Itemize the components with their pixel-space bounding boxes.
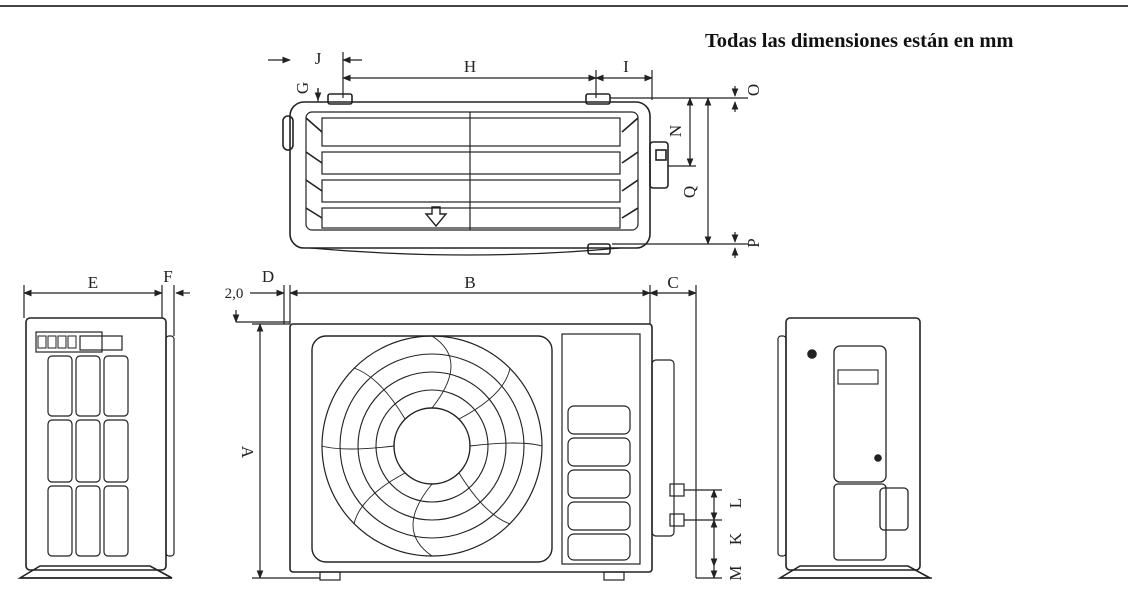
- label-L: L: [726, 498, 745, 508]
- label-F: F: [163, 267, 172, 286]
- dimension-labels: A B C D E F G H I J K L M N O P Q 2,0: [88, 49, 763, 581]
- front-view-dimensions: [232, 285, 722, 579]
- label-N: N: [666, 125, 685, 137]
- label-I: I: [623, 57, 629, 76]
- left-side-view: [17, 317, 175, 579]
- label-K: K: [726, 532, 745, 545]
- top-view: [282, 93, 669, 256]
- label-G: G: [293, 82, 312, 94]
- label-J: J: [315, 49, 322, 68]
- label-P: P: [744, 238, 763, 247]
- label-C: C: [667, 273, 678, 292]
- label-A: A: [238, 446, 257, 459]
- label-2-0: 2,0: [225, 286, 244, 302]
- label-D: D: [262, 267, 274, 286]
- front-body: [289, 323, 653, 573]
- right-side-body: [785, 317, 921, 571]
- top-view-dimensions: [268, 52, 748, 258]
- units-note: Todas las dimensiones están en mm: [705, 30, 1014, 52]
- right-side-view: [777, 317, 932, 579]
- label-H: H: [464, 57, 476, 76]
- label-M: M: [726, 565, 745, 580]
- front-view: [289, 323, 685, 581]
- label-Q: Q: [680, 186, 699, 198]
- left-side-dimensions: [23, 285, 190, 336]
- label-B: B: [464, 273, 475, 292]
- label-O: O: [744, 84, 763, 96]
- label-E: E: [88, 273, 98, 292]
